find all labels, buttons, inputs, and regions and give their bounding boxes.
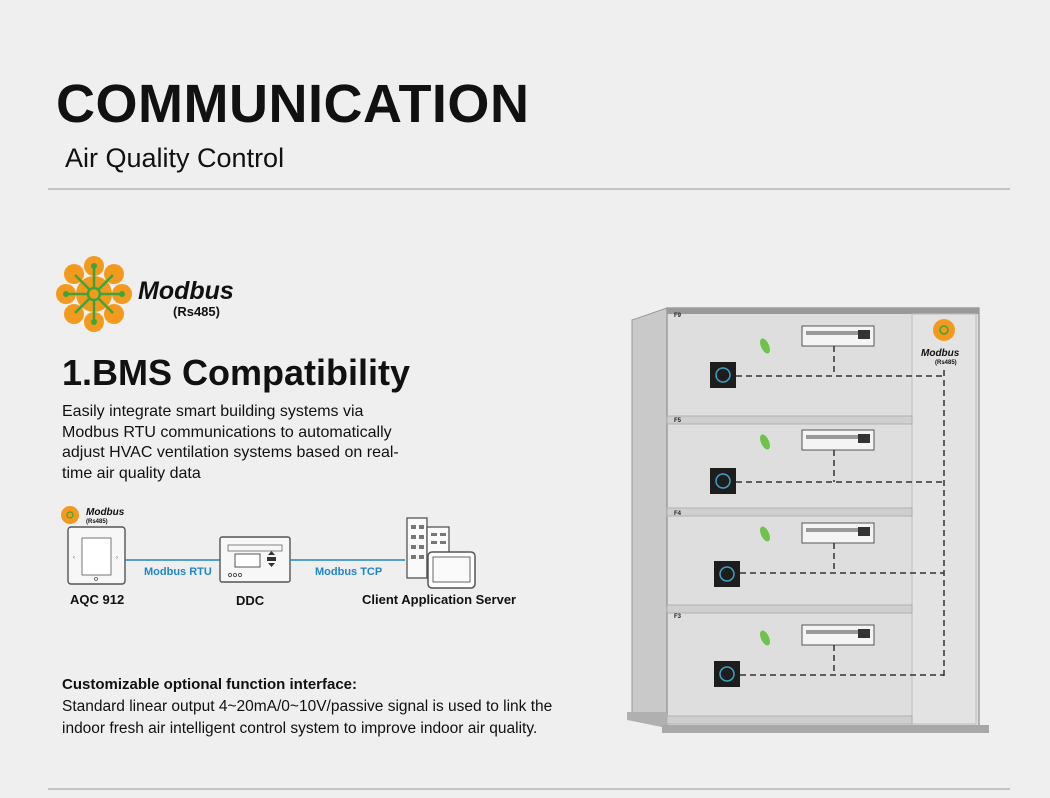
floor-label-f9: F9 [674, 313, 682, 319]
section-heading: 1.BMS Compatibility [62, 352, 411, 393]
page-subtitle: Air Quality Control [65, 143, 285, 173]
ddc-device-icon [219, 536, 291, 583]
ddc-label: DDC [236, 593, 265, 608]
modbus-flower-icon [56, 256, 132, 332]
footer-divider [48, 788, 1010, 790]
aqc912-label: AQC 912 [70, 592, 125, 607]
client-server-icon [406, 517, 476, 589]
custom-interface-heading: Customizable optional function interface… [62, 676, 358, 693]
page-title: COMMUNICATION [56, 74, 530, 134]
modbus-tcp-label: Modbus TCP [315, 566, 383, 578]
client-server-label: Client Application Server [362, 592, 517, 607]
flow-modbus-logo-subtext: (Rs485) [86, 519, 108, 525]
header-divider [48, 188, 1010, 190]
section-description: Easily integrate smart building systems … [62, 403, 399, 482]
floor-devices [710, 325, 875, 687]
communication-flow-diagram: ‹ › [61, 506, 476, 589]
floor-label-f5: F5 [674, 418, 682, 424]
modbus-logo-subtext: (Rs485) [173, 304, 220, 319]
modbus-rtu-label: Modbus RTU [144, 566, 212, 578]
modbus-logo-text: Modbus [138, 277, 234, 305]
floor-label-f4: F4 [674, 511, 682, 517]
flow-modbus-logo-text: Modbus [86, 507, 125, 518]
svg-text:‹: ‹ [73, 555, 75, 561]
building-modbus-logo-text: Modbus [921, 348, 960, 359]
aqc912-device-icon: ‹ › [67, 526, 126, 585]
building-modbus-logo-subtext: (Rs485) [935, 360, 957, 366]
mini-modbus-icon [61, 506, 79, 524]
building-illustration [627, 307, 989, 733]
floor-label-f3: F3 [674, 614, 682, 620]
custom-interface-text: Standard linear output 4~20mA/0~10V/pass… [62, 698, 553, 737]
svg-text:›: › [116, 555, 118, 561]
